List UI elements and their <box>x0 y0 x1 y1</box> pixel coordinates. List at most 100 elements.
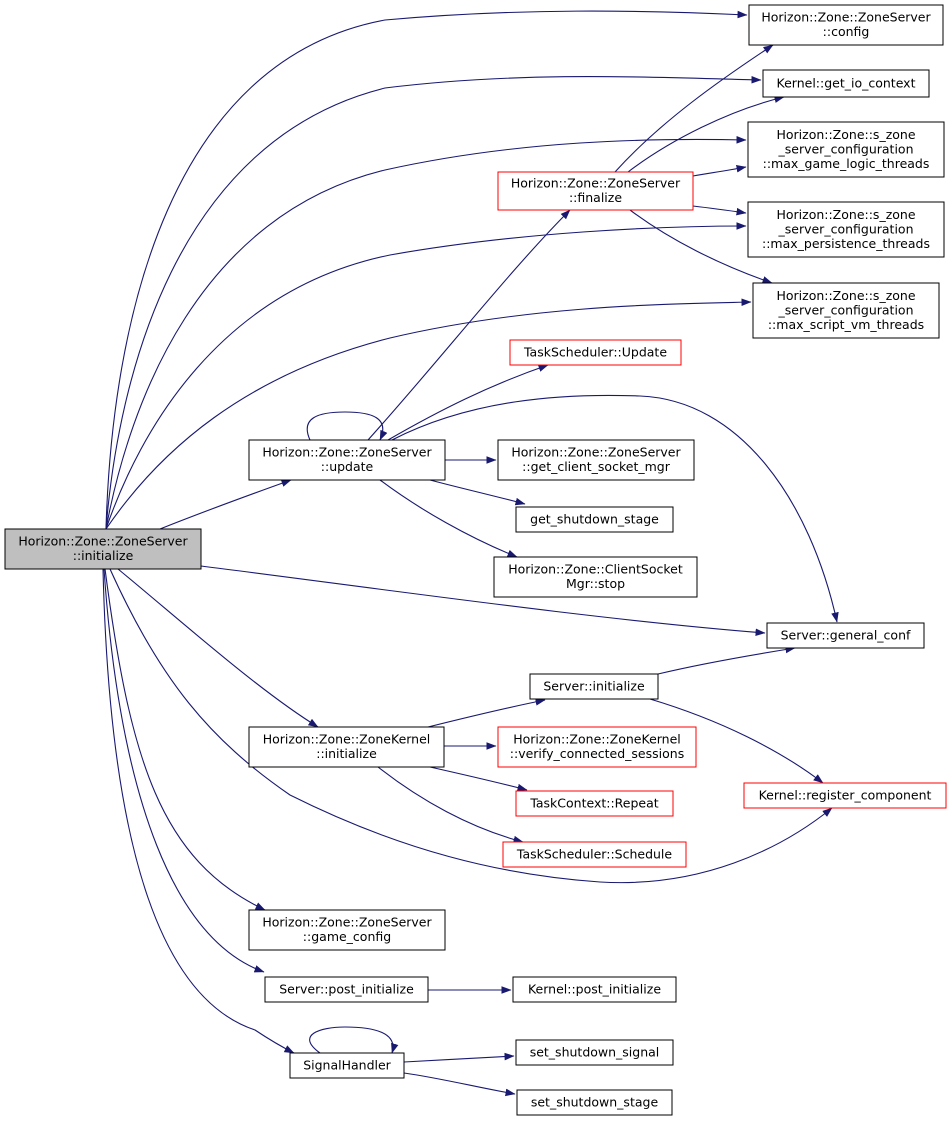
edge-srv_init-to-reg_comp <box>649 698 824 784</box>
node-label: Horizon::Zone::ZoneServer <box>262 445 432 460</box>
node-label: TaskScheduler::Update <box>523 344 667 359</box>
node-label: ::initialize <box>316 746 377 761</box>
edge-srv_init-to-general_conf <box>657 645 796 675</box>
node-label: Horizon::Zone::s_zone <box>776 207 915 222</box>
node-label: Horizon::Zone::ClientSocket <box>508 562 683 577</box>
node-label: ::config <box>823 24 870 39</box>
node-max_svm[interactable]: Horizon::Zone::s_zone_server_configurati… <box>752 282 940 339</box>
node-config[interactable]: Horizon::Zone::ZoneServer::config <box>748 4 944 46</box>
edge-finalize-to-max_svm <box>629 209 773 284</box>
edge-update-to-get_sd <box>429 479 526 506</box>
node-label: ::game_config <box>303 929 391 944</box>
node-set_sig[interactable]: set_shutdown_signal <box>515 1039 674 1066</box>
edge-zk_init-to-srv_init <box>427 698 546 728</box>
edge-root-to-update <box>159 479 292 530</box>
node-box <box>516 1089 673 1116</box>
node-label: ::update <box>321 459 374 474</box>
node-label: Horizon::Zone::ZoneKernel <box>263 732 431 747</box>
edge-update-to-csm_stop <box>379 479 518 558</box>
node-zk_init[interactable]: Horizon::Zone::ZoneKernel::initialize <box>248 726 445 768</box>
node-label: Horizon::Zone::ZoneServer <box>18 534 188 549</box>
node-label: Horizon::Zone::s_zone <box>776 288 915 303</box>
node-label: Server::initialize <box>543 678 645 693</box>
node-get_csm[interactable]: Horizon::Zone::ZoneServer::get_client_so… <box>497 439 695 481</box>
node-box <box>743 782 947 809</box>
node-box <box>497 171 694 211</box>
node-box <box>4 528 202 570</box>
edge-root-to-sig_handler <box>102 568 295 1054</box>
node-box <box>248 439 446 481</box>
node-box <box>497 726 697 768</box>
node-box <box>747 201 945 258</box>
node-post_init[interactable]: Server::post_initialize <box>264 976 429 1003</box>
edge-update-to-general_conf <box>391 394 839 623</box>
edge-sig_handler-to-set_stage <box>403 1072 516 1097</box>
node-verify[interactable]: Horizon::Zone::ZoneKernel::verify_connec… <box>497 726 697 768</box>
node-label: Horizon::Zone::s_zone <box>776 127 915 142</box>
node-box <box>747 121 945 178</box>
node-update[interactable]: Horizon::Zone::ZoneServer::update <box>248 439 446 481</box>
edge-finalize-to-config <box>614 44 774 173</box>
node-ts_sched[interactable]: TaskScheduler::Schedule <box>502 841 687 868</box>
node-general_conf[interactable]: Server::general_conf <box>766 622 925 649</box>
node-finalize[interactable]: Horizon::Zone::ZoneServer::finalize <box>497 171 694 211</box>
node-reg_comp[interactable]: Kernel::register_component <box>743 782 947 809</box>
node-label: TaskScheduler::Schedule <box>516 846 673 861</box>
node-label: ::max_script_vm_threads <box>768 317 924 332</box>
node-label: get_shutdown_stage <box>530 511 659 526</box>
edge-sig_handler-to-sig_handler <box>309 1026 399 1054</box>
node-label: Server::general_conf <box>781 627 911 642</box>
node-box <box>748 4 944 46</box>
node-box <box>493 556 698 598</box>
node-k_post_init[interactable]: Kernel::post_initialize <box>512 976 677 1003</box>
node-label: Horizon::Zone::ZoneServer <box>262 915 432 930</box>
node-ts_update[interactable]: TaskScheduler::Update <box>509 339 682 366</box>
node-box <box>289 1052 405 1079</box>
node-srv_init[interactable]: Server::initialize <box>529 673 659 700</box>
node-game_config[interactable]: Horizon::Zone::ZoneServer::game_config <box>248 909 446 951</box>
node-box <box>515 790 674 817</box>
edge-root-to-max_pers <box>105 222 747 530</box>
edges-layer <box>102 10 839 1097</box>
node-label: Mgr::stop <box>566 576 625 591</box>
edge-root-to-config <box>105 10 748 530</box>
node-root[interactable]: Horizon::Zone::ZoneServer::initialize <box>4 528 202 570</box>
node-label: ::max_persistence_threads <box>762 236 930 251</box>
edge-root-to-reg_comp <box>109 568 833 884</box>
node-label: _server_configuration <box>778 221 914 236</box>
node-box <box>264 976 429 1003</box>
node-label: Kernel::register_component <box>759 787 932 802</box>
node-label: ::verify_connected_sessions <box>510 746 684 761</box>
node-max_pers[interactable]: Horizon::Zone::s_zone_server_configurati… <box>747 201 945 258</box>
node-sig_handler[interactable]: SignalHandler <box>289 1052 405 1079</box>
edge-root-to-game_config <box>104 568 266 911</box>
edge-root-to-max_svm <box>105 298 752 530</box>
node-get_io[interactable]: Kernel::get_io_context <box>762 69 930 98</box>
node-label: _server_configuration <box>778 302 914 317</box>
node-label: set_shutdown_stage <box>531 1094 659 1109</box>
node-label: Horizon::Zone::ZoneServer <box>511 176 681 191</box>
node-max_gl[interactable]: Horizon::Zone::s_zone_server_configurati… <box>747 121 945 178</box>
node-box <box>515 1039 674 1066</box>
node-box <box>497 439 695 481</box>
node-set_stage[interactable]: set_shutdown_stage <box>516 1089 673 1116</box>
node-label: TaskContext::Repeat <box>529 795 658 810</box>
node-label: Horizon::Zone::ZoneKernel <box>513 732 681 747</box>
node-label: Kernel::post_initialize <box>528 981 661 996</box>
edge-update-to-ts_update <box>387 364 549 441</box>
node-label: ::max_game_logic_threads <box>763 156 930 171</box>
node-box <box>512 976 677 1003</box>
node-label: ::initialize <box>73 548 134 563</box>
edge-root-to-zk_init <box>117 568 319 728</box>
node-get_sd[interactable]: get_shutdown_stage <box>515 506 674 533</box>
node-tc_repeat[interactable]: TaskContext::Repeat <box>515 790 674 817</box>
node-label: Kernel::get_io_context <box>777 75 916 90</box>
node-box <box>752 282 940 339</box>
edge-root-to-get_io <box>105 75 762 530</box>
node-box <box>766 622 925 649</box>
edge-update-to-finalize <box>367 209 571 441</box>
node-label: _server_configuration <box>778 141 914 156</box>
edge-finalize-to-get_io <box>627 95 785 173</box>
